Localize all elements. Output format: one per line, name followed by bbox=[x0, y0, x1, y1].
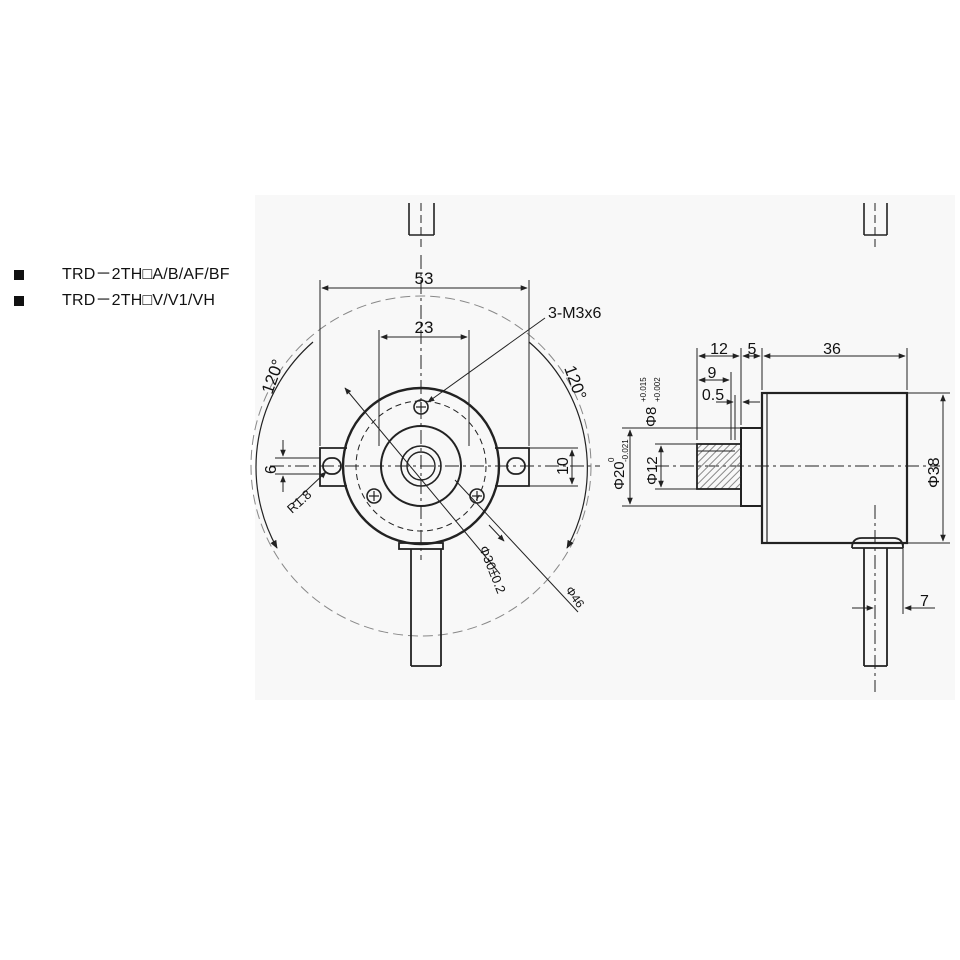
angle-arc-right bbox=[528, 341, 588, 549]
cable-front bbox=[398, 542, 444, 667]
mounting-tab-left bbox=[319, 447, 347, 487]
label-dim-9: 9 bbox=[708, 365, 717, 382]
shaft-inner-circle bbox=[406, 451, 436, 481]
dim-line-d30 bbox=[344, 387, 501, 575]
label-d8-tol-lower: +0.002 bbox=[653, 377, 662, 402]
drawing-sheet bbox=[255, 195, 955, 700]
top-cable-stub-side bbox=[863, 203, 888, 248]
hub-circle bbox=[380, 425, 462, 507]
dim-line-7 bbox=[852, 548, 935, 614]
dim-line-53 bbox=[319, 280, 530, 446]
label-dim-10: 10 bbox=[555, 457, 572, 475]
dim-line-23 bbox=[378, 330, 470, 446]
dim-arrow-d46 bbox=[488, 524, 505, 542]
label-dim-0-5: 0.5 bbox=[702, 387, 724, 404]
screw-hole-icon bbox=[413, 399, 429, 415]
dim-line-d8 bbox=[655, 443, 697, 490]
legend-row-v: TRD－2TH□V/V1/VH bbox=[14, 288, 230, 314]
label-dim-53: 53 bbox=[415, 269, 434, 288]
screw-hole-icon bbox=[469, 488, 485, 504]
phantom-circle-d46 bbox=[250, 295, 592, 637]
side-view-labels: 12 5 36 9 0.5 Φ8 +0.015 +0.002 Φ20 0 -0.… bbox=[607, 341, 943, 610]
label-dim-12: 12 bbox=[710, 341, 728, 358]
label-d20-tol-lower: -0.021 bbox=[621, 439, 630, 462]
label-d12: Φ12 bbox=[644, 456, 661, 485]
dim-line-d20 bbox=[622, 427, 741, 507]
label-dim-5: 5 bbox=[748, 341, 757, 358]
legend-label-v: TRD－2TH□V/V1/VH bbox=[62, 292, 216, 309]
dim-line-10 bbox=[529, 447, 578, 487]
screw-hole-icon bbox=[366, 488, 382, 504]
dim-line-0-5 bbox=[716, 395, 760, 440]
legend-label-ab: TRD－2TH□A/B/AF/BF bbox=[62, 266, 230, 283]
shaft-circle bbox=[400, 445, 442, 487]
leader-radius bbox=[291, 471, 327, 505]
dim-line-d38 bbox=[907, 392, 950, 544]
angle-arc-left bbox=[255, 341, 314, 549]
bolt-circle bbox=[355, 400, 487, 532]
dim-line-9 bbox=[698, 372, 732, 440]
label-dim-7: 7 bbox=[920, 593, 929, 610]
cable-side bbox=[851, 505, 904, 692]
front-view bbox=[250, 203, 600, 667]
square-bullet-icon bbox=[14, 296, 24, 306]
top-cable-stub-front bbox=[408, 203, 435, 248]
label-d8-tol-upper: +0.015 bbox=[639, 377, 648, 402]
mounting-tab-right bbox=[495, 447, 530, 487]
label-dim-6: 6 bbox=[263, 465, 280, 474]
dim-line-12-5-36 bbox=[696, 348, 908, 440]
leader-screws bbox=[427, 317, 546, 403]
label-screws: 3-M3x6 bbox=[548, 305, 601, 322]
square-bullet-icon bbox=[14, 270, 24, 280]
label-dim-36: 36 bbox=[823, 341, 841, 358]
label-d20: Φ20 bbox=[611, 461, 628, 490]
legend-row-ab: TRD－2TH□A/B/AF/BF bbox=[14, 262, 230, 288]
model-legend: TRD－2TH□A/B/AF/BF TRD－2TH□V/V1/VH bbox=[14, 262, 230, 314]
label-d38: Φ38 bbox=[926, 457, 943, 488]
dim-line-6 bbox=[275, 440, 320, 492]
encoder-body-circle bbox=[341, 386, 501, 546]
label-dim-23: 23 bbox=[415, 318, 434, 337]
side-view bbox=[622, 203, 950, 692]
dim-line-d46 bbox=[454, 479, 579, 613]
label-d20-tol-upper: 0 bbox=[607, 457, 616, 462]
label-d8: Φ8 bbox=[643, 407, 660, 427]
